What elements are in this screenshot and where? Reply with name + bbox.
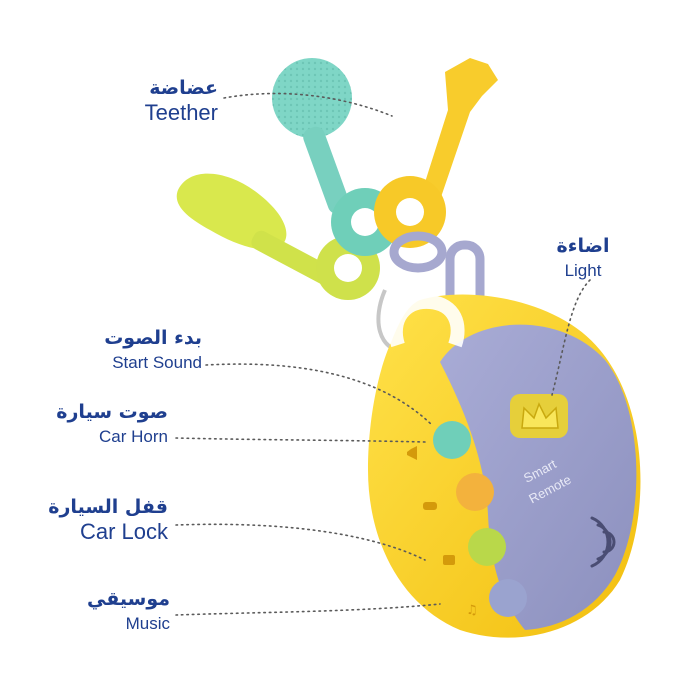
start-sound-ar: بدء الصوت (104, 327, 202, 349)
car-lock-en: Car Lock (79, 519, 168, 544)
car-lock-ar: قفل السيارة (48, 496, 168, 518)
lime-teether (176, 173, 380, 300)
car-horn-ar: صوت سيارة (56, 401, 168, 423)
start-sound-en: Start Sound (112, 353, 202, 372)
label-music: موسيقي Music (60, 587, 170, 637)
car-lock-button (468, 528, 506, 566)
leader-lines (175, 92, 591, 616)
car-icon (423, 502, 437, 510)
teal-teether (272, 58, 399, 256)
light-en: Light (564, 261, 602, 280)
remote-device: ♫ Smart Remote (368, 294, 641, 638)
crown-icon (521, 402, 559, 429)
label-start-sound: بدء الصوت Start Sound (50, 326, 202, 376)
speaker-icon (590, 516, 616, 568)
teether-ar: عضاضة (149, 77, 218, 99)
car-horn-button (456, 473, 494, 511)
yellow-key-teether (374, 58, 498, 248)
light-ar: اضاءة (556, 235, 610, 257)
music-button (489, 579, 527, 617)
label-light: اضاءة Light (538, 234, 628, 284)
car-horn-en: Car Horn (99, 427, 168, 446)
label-teether: عضاضة Teether (98, 76, 218, 126)
music-ar: موسيقي (86, 588, 170, 610)
lock-icon (443, 555, 455, 565)
label-car-lock: قفل السيارة Car Lock (32, 495, 168, 545)
music-en: Music (125, 614, 170, 633)
label-car-horn: صوت سيارة Car Horn (40, 400, 168, 450)
music-note-icon: ♫ (466, 603, 478, 618)
horn-icon (407, 446, 417, 460)
start-sound-button (433, 421, 471, 459)
teether-en: Teether (144, 100, 218, 125)
